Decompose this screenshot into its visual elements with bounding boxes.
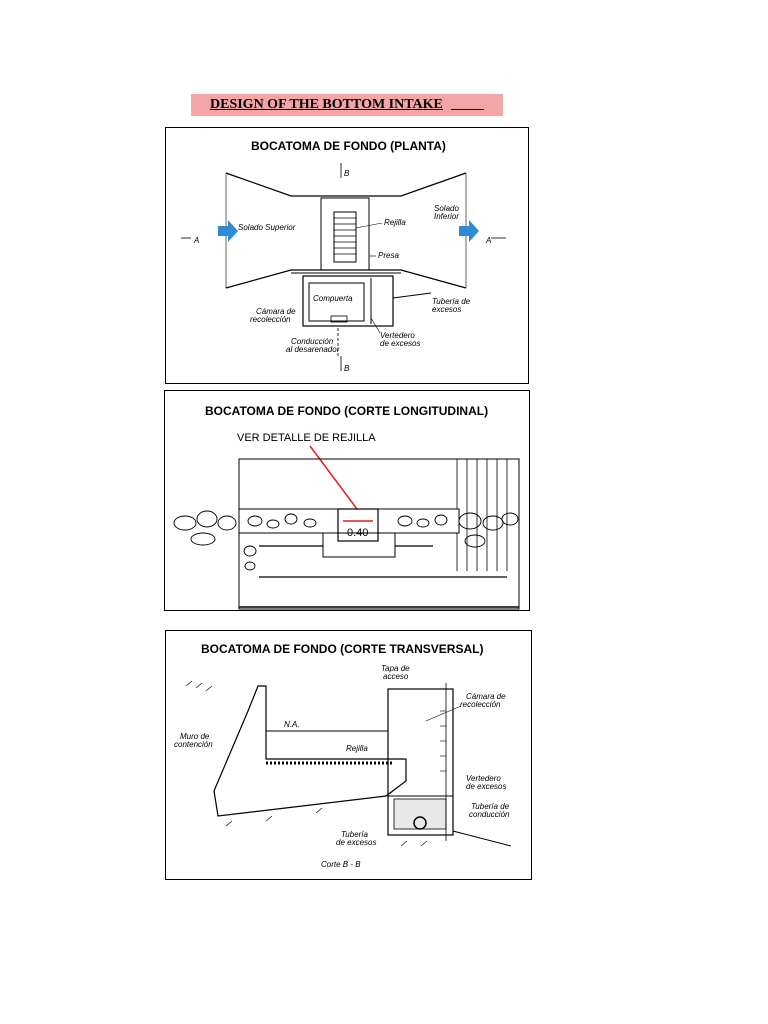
compuerta-box xyxy=(308,282,365,322)
document-heading: DESIGN OF THE BOTTOM INTAKE xyxy=(191,94,503,116)
longitudinal-drawing: BOCATOMA DE FONDO (CORTE LONGITUDINAL) V… xyxy=(173,404,520,610)
solado-superior-label: Solado Superior xyxy=(238,223,296,232)
camara-label-1: Cámara de xyxy=(256,307,296,316)
panel-planta: BOCATOMA DE FONDO (PLANTA) B B A A xyxy=(165,127,529,384)
longitudinal-title: BOCATOMA DE FONDO (CORTE LONGITUDINAL) xyxy=(205,404,488,418)
section-b-bottom-label: B xyxy=(344,364,350,373)
camara-label-1: Cámara de xyxy=(466,692,506,701)
presa-label: Presa xyxy=(378,251,399,260)
tuberia-exc-label-1: Tubería xyxy=(341,830,369,839)
wall-hatching xyxy=(456,459,508,571)
gravel-fill xyxy=(393,798,447,830)
channel-upper-wall xyxy=(225,172,467,197)
camara-recoleccion xyxy=(302,275,394,327)
tuberia-label-2: excesos xyxy=(432,305,461,314)
heading-underline xyxy=(451,109,484,110)
tuberia-exc-label-2: de excesos xyxy=(336,838,376,847)
corte-label: Corte B - B xyxy=(321,860,361,869)
heading-text: DESIGN OF THE BOTTOM INTAKE xyxy=(210,97,443,112)
rejilla-leader xyxy=(355,222,383,229)
planta-title: BOCATOMA DE FONDO (PLANTA) xyxy=(251,139,446,153)
rejilla-base xyxy=(322,532,396,558)
section-a-left-label: A xyxy=(193,236,199,245)
solado-inferior-label-1: Solado xyxy=(434,204,459,213)
transversal-title: BOCATOMA DE FONDO (CORTE TRANSVERSAL) xyxy=(201,642,483,656)
tuberia-excesos-line xyxy=(392,292,432,299)
solado-inferior-label-2: Inferior xyxy=(434,212,459,221)
planta-drawing: BOCATOMA DE FONDO (PLANTA) B B A A xyxy=(181,139,506,373)
vertedero-leader xyxy=(370,317,381,334)
callout-leader-line xyxy=(309,445,358,510)
panel-corte-transversal: BOCATOMA DE FONDO (CORTE TRANSVERSAL) Ta… xyxy=(165,630,532,880)
section-frame xyxy=(238,458,520,610)
na-label: N.A. xyxy=(284,720,300,729)
outlet-pipe xyxy=(330,315,348,323)
tapa-label-2: acceso xyxy=(383,672,409,681)
rejilla-bars xyxy=(334,217,356,255)
callout-text: VER DETALLE DE REJILLA xyxy=(237,432,376,444)
rejilla-box xyxy=(337,508,379,542)
rejilla-grid xyxy=(333,211,357,263)
camara-label-2: recolección xyxy=(250,315,291,324)
panel-corte-longitudinal: BOCATOMA DE FONDO (CORTE LONGITUDINAL) V… xyxy=(164,390,530,611)
camara-recoleccion xyxy=(387,688,454,836)
conduccion-label-1: Conducción xyxy=(291,337,334,346)
rejilla-label: Rejilla xyxy=(384,218,406,227)
conduccion-label-2: al desarenador xyxy=(286,345,340,354)
ladder-rungs xyxy=(440,710,446,772)
muro-contencion xyxy=(213,685,407,817)
vertedero-label-2: de excesos xyxy=(466,782,506,791)
rejilla-label: Rejilla xyxy=(346,744,368,753)
terrain-hatching xyxy=(185,680,428,847)
camara-label-2: recolección xyxy=(460,700,501,709)
vertedero-label-1: Vertedero xyxy=(380,331,415,340)
compuerta-label: Compuerta xyxy=(313,294,353,303)
muro-label-1: Muro de xyxy=(180,732,210,741)
camara-leader xyxy=(425,705,462,722)
pipe-excesos-icon xyxy=(413,816,427,830)
section-b-top-label: B xyxy=(344,169,350,178)
tapa-label-1: Tapa de xyxy=(381,664,410,673)
transversal-drawing: BOCATOMA DE FONDO (CORTE TRANSVERSAL) Ta… xyxy=(174,642,512,869)
presa-structure xyxy=(320,197,370,271)
tuberia-cond-label-1: Tubería de xyxy=(471,802,510,811)
section-a-right-label: A xyxy=(485,236,491,245)
flow-arrow-in-icon xyxy=(218,220,238,242)
conduccion-pipe xyxy=(452,830,512,847)
rock-fill xyxy=(173,510,519,571)
flow-arrow-out-icon xyxy=(459,220,479,242)
tuberia-label-1: Tubería de xyxy=(432,297,471,306)
vertedero-label-2: de excesos xyxy=(380,339,420,348)
vertedero-label-1: Vertedero xyxy=(466,774,501,783)
tuberia-cond-label-2: conducción xyxy=(469,810,510,819)
muro-label-2: contención xyxy=(174,740,213,749)
